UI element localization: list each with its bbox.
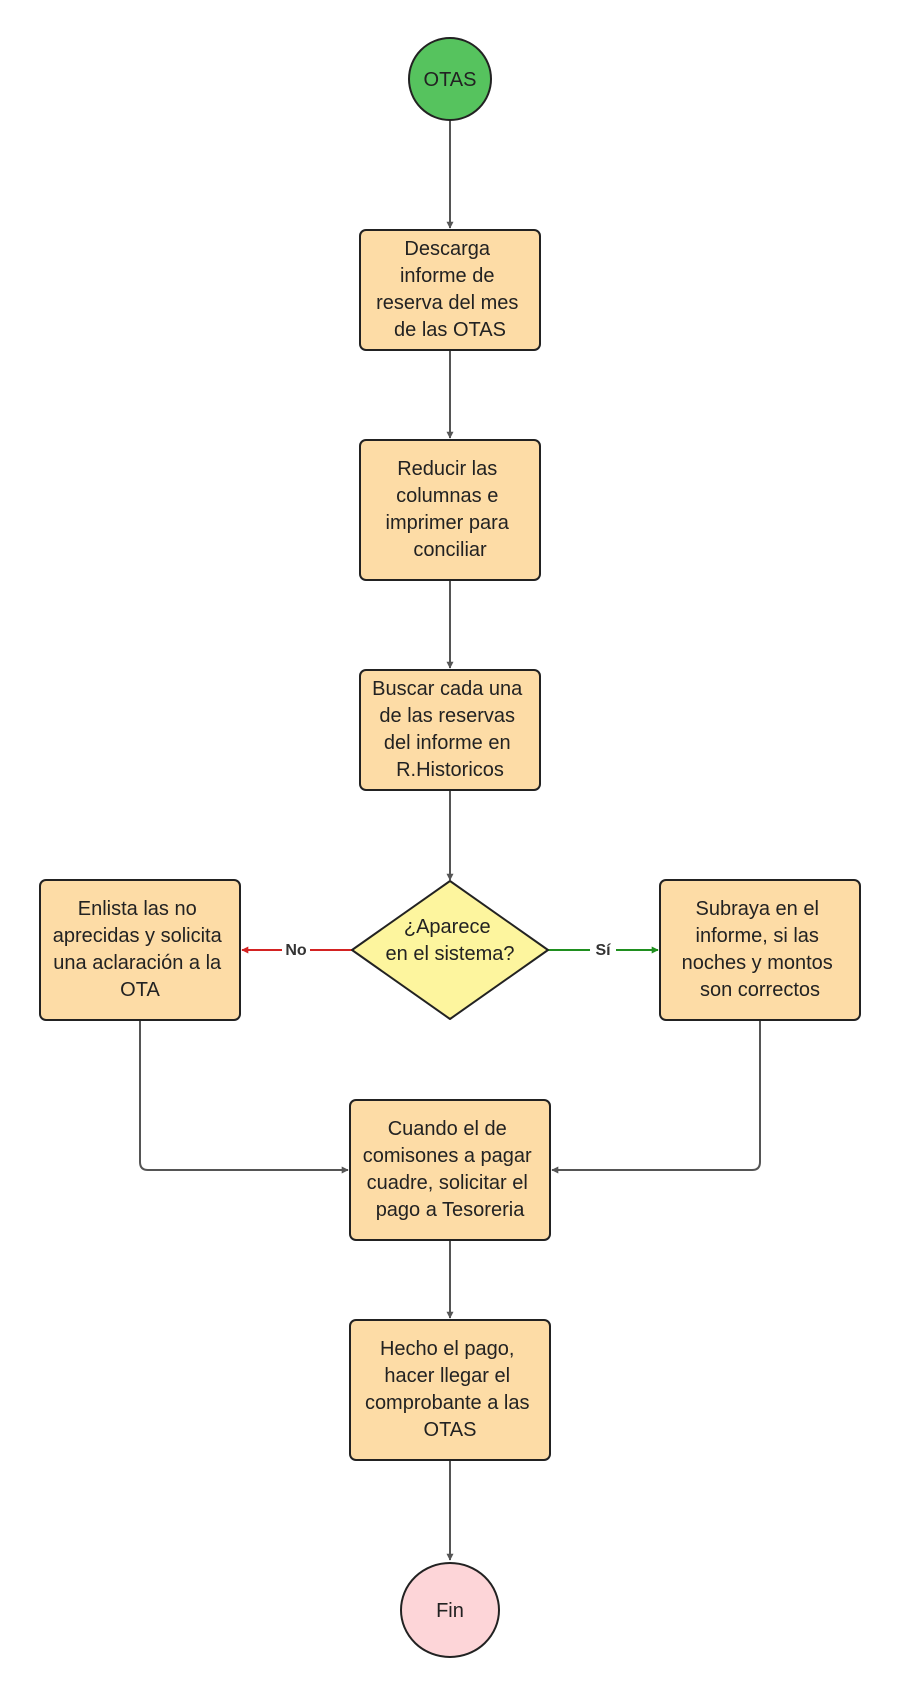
process-list-missing: Enlista las no aprecidas y solicita una … xyxy=(39,879,241,1021)
process-send-receipt: Hecho el pago, hacer llegar el comproban… xyxy=(349,1319,551,1461)
svg-text:Subraya en el informe, s: Subraya en el informe, si las noches y m… xyxy=(682,898,839,1001)
process-send-receipt-line: hacer llegar el xyxy=(384,1365,510,1387)
decision-node: ¿Aparece en el sistema? xyxy=(351,880,549,1020)
decision-node-line: en el sistema? xyxy=(386,943,515,965)
process-search-line: del informe en xyxy=(384,732,511,754)
process-request-payment: Cuando el de comisones a pagar cuadre, s… xyxy=(349,1099,551,1241)
start-node: OTAS xyxy=(408,37,492,121)
process-underline-line: Subraya en el xyxy=(696,898,819,920)
svg-text:Cuando el de comisones a: Cuando el de comisones a pagar cuadre, s… xyxy=(363,1118,538,1221)
process-list-missing-line: aprecidas y solicita xyxy=(53,925,223,947)
process-reduce-line: imprimer para xyxy=(386,512,510,534)
process-download: Descarga informe de reserva del mes de l… xyxy=(359,229,541,351)
process-download-line: Descarga xyxy=(404,238,490,260)
process-search-line: R.Historicos xyxy=(396,759,504,781)
svg-text:¿Aparece en el sistema?: ¿Aparece en el sistema? xyxy=(386,916,515,965)
process-search-line: de las reservas xyxy=(379,705,515,727)
end-node: Fin xyxy=(400,1562,500,1658)
edge-yes-label: Sí xyxy=(595,942,611,959)
process-list-missing-line: una aclaración a la xyxy=(53,952,222,974)
process-search-line: Buscar cada una xyxy=(372,678,523,700)
process-download-line: reserva del mes xyxy=(376,292,518,314)
svg-text:Reducir las columnas e: Reducir las columnas e imprimer para con… xyxy=(386,458,515,561)
process-underline-line: informe, si las xyxy=(696,925,819,947)
process-download-line: de las OTAS xyxy=(394,319,506,341)
process-list-missing-line: Enlista las no xyxy=(78,898,197,920)
process-reduce-line: Reducir las xyxy=(397,458,497,480)
process-underline-line: son correctos xyxy=(700,979,820,1001)
process-send-receipt-line: comprobante a las xyxy=(365,1392,530,1414)
process-send-receipt-line: OTAS xyxy=(424,1419,477,1441)
process-request-payment-line: Cuando el de xyxy=(388,1118,507,1140)
process-reduce-line: columnas e xyxy=(396,485,498,507)
start-node-label: OTAS xyxy=(424,69,477,91)
svg-text:Hecho el pago, hacer lle: Hecho el pago, hacer llegar el comproban… xyxy=(365,1338,535,1441)
process-send-receipt-line: Hecho el pago, xyxy=(380,1338,515,1360)
process-download-line: informe de xyxy=(400,265,495,287)
process-underline: Subraya en el informe, si las noches y m… xyxy=(659,879,861,1021)
process-request-payment-line: comisones a pagar xyxy=(363,1145,532,1167)
end-node-label: Fin xyxy=(436,1600,464,1622)
process-list-missing-line: OTA xyxy=(120,979,160,1001)
edge-underline-to-request-payment xyxy=(551,1020,761,1174)
process-search: Buscar cada una de las reservas del info… xyxy=(359,669,541,791)
edge-yes-label-group: Sí xyxy=(590,938,616,960)
process-reduce-line: conciliar xyxy=(413,539,487,561)
process-reduce: Reducir las columnas e imprimer para con… xyxy=(359,439,541,581)
edge-list-missing-to-request-payment xyxy=(139,1020,349,1174)
process-underline-line: noches y montos xyxy=(682,952,833,974)
edge-no-label: No xyxy=(285,942,307,959)
edge-no-label-group: No xyxy=(282,938,310,960)
svg-text:Enlista las no aprecidas: Enlista las no aprecidas y solicita una … xyxy=(53,898,228,1001)
process-request-payment-line: cuadre, solicitar el xyxy=(367,1172,528,1194)
process-request-payment-line: pago a Tesoreria xyxy=(376,1199,526,1221)
decision-node-line: ¿Aparece xyxy=(404,916,491,938)
svg-text:Descarga informe de: Descarga informe de reserva del mes de l… xyxy=(376,238,524,341)
svg-text:Buscar cada una de las r: Buscar cada una de las reservas del info… xyxy=(372,678,528,781)
